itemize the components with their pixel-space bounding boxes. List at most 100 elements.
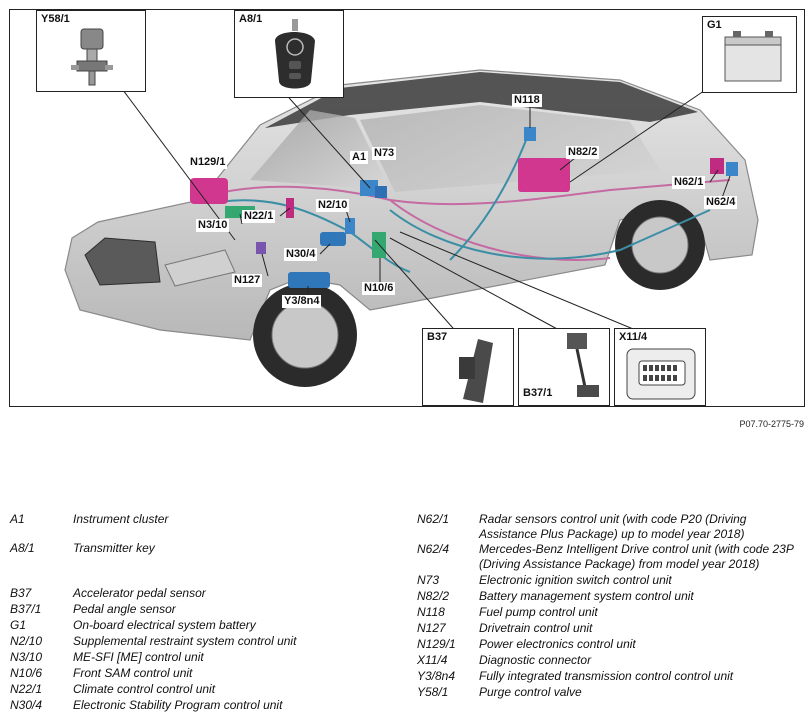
legend-item: N127 Drivetrain control unit: [417, 621, 807, 636]
legend-desc: Diagnostic connector: [479, 653, 592, 667]
legend-code: N3/10: [10, 650, 43, 664]
inset-g1: G1: [702, 16, 797, 93]
n127-module: [256, 242, 266, 254]
legend-desc: Climate control control unit: [73, 682, 216, 696]
accelerator-pedal-icon: [459, 339, 493, 403]
legend-item: N73 Electronic ignition switch control un…: [417, 573, 807, 588]
legend-desc: On-board electrical system battery: [73, 618, 256, 632]
callout-n73: N73: [372, 147, 397, 160]
n118-module: [524, 127, 536, 141]
diagnostic-connector-icon: [626, 348, 696, 400]
inset-b37: B37: [422, 328, 514, 406]
legend-item: G1 On-board electrical system battery: [10, 618, 405, 633]
inset-b37-1: B37/1: [518, 328, 610, 406]
inset-label-g1: G1: [707, 19, 722, 31]
callout-y3-8n4: Y3/8n4: [282, 295, 322, 308]
legend-desc: Electronic ignition switch control unit: [479, 573, 672, 587]
legend-code: N127: [417, 621, 446, 635]
y3-8n4-module: [288, 272, 330, 288]
legend-item: Y58/1 Purge control valve: [417, 685, 807, 700]
transmitter-key-icon: [275, 19, 315, 89]
legend-item: B37 Accelerator pedal sensor: [10, 586, 405, 601]
legend-item: A8/1 Transmitter key: [10, 541, 405, 556]
legend-code: N62/4: [417, 542, 450, 556]
inset-x11-4: X11/4: [614, 328, 706, 406]
legend-code: B37: [10, 586, 32, 600]
a1-module: [360, 180, 378, 196]
n62-1-module: [710, 158, 724, 174]
legend-desc: Transmitter key: [73, 541, 155, 555]
callout-n2-10: N2/10: [316, 199, 350, 212]
legend-desc: Instrument cluster: [73, 512, 169, 526]
inset-label-y58-1: Y58/1: [41, 13, 70, 25]
callout-n127: N127: [232, 274, 263, 287]
front-grille: [84, 237, 161, 286]
n129-1-module: [190, 178, 228, 204]
car-illustration: [64, 69, 759, 387]
legend-desc: Electronic Stability Program control uni…: [73, 698, 283, 712]
legend-code: X11/4: [417, 653, 448, 667]
legend-code: B37/1: [10, 602, 42, 616]
callout-n30-4: N30/4: [284, 248, 318, 261]
legend-desc: Mercedes-Benz Intelligent Drive control …: [479, 542, 794, 571]
callout-n22-1: N22/1: [242, 210, 276, 223]
callout-n118: N118: [512, 94, 542, 107]
legend-code: N62/1: [417, 512, 450, 526]
callout-n62-1: N62/1: [672, 176, 706, 189]
battery-icon: [724, 31, 782, 82]
legend-code: N2/10: [10, 634, 43, 648]
callout-n62-4: N62/4: [704, 196, 738, 209]
legend-code: N30/4: [10, 698, 43, 712]
n30-4-module: [320, 232, 346, 246]
inset-label-b37: B37: [427, 331, 448, 343]
legend-desc: Power electronics control unit: [479, 637, 636, 651]
side-windows: [360, 105, 660, 192]
legend-code: N82/2: [417, 589, 450, 603]
legend-code: N118: [417, 605, 445, 619]
legend-item: N62/4 Mercedes-Benz Intelligent Drive con…: [417, 542, 807, 572]
inset-label-x11-4: X11/4: [619, 331, 648, 343]
legend-code: Y3/8n4: [417, 669, 456, 683]
n2-10-module: [345, 218, 355, 234]
legend-item: N2/10 Supplemental restraint system contr…: [10, 634, 405, 649]
inset-y58-1: Y58/1: [36, 10, 146, 92]
callout-n82-2: N82/2: [566, 146, 600, 159]
legend-desc: Purge control valve: [479, 685, 582, 699]
callout-n3-10: N3/10: [196, 219, 230, 232]
legend-item: A1 Instrument cluster: [10, 512, 405, 527]
legend-item: N118 Fuel pump control unit: [417, 605, 807, 620]
legend-desc: Fully integrated transmission control co…: [479, 669, 734, 683]
legend-code: A8/1: [10, 541, 35, 555]
legend-desc: Fuel pump control unit: [479, 605, 598, 619]
pedal-angle-sensor-icon: [567, 333, 599, 397]
legend-item: N30/4 Electronic Stability Program contro…: [10, 698, 405, 713]
legend-item: N62/1 Radar sensors control unit (with co…: [417, 512, 807, 542]
car-roof: [265, 72, 698, 128]
legend-code: A1: [10, 512, 25, 526]
legend-desc: Accelerator pedal sensor: [73, 586, 206, 600]
legend-code: N73: [417, 573, 440, 587]
inset-a8-1: A8/1: [234, 10, 344, 98]
n82-2-module: [518, 158, 570, 192]
legend-code: N10/6: [10, 666, 43, 680]
legend-code: G1: [10, 618, 27, 632]
inset-label-b37-1: B37/1: [523, 387, 553, 399]
legend-item: Y3/8n4 Fully integrated transmission cont…: [417, 669, 807, 684]
callout-n129-1: N129/1: [188, 156, 228, 169]
inset-label-a8-1: A8/1: [239, 13, 263, 25]
wiring-harness: [209, 129, 731, 273]
legend-desc: Supplemental restraint system control un…: [73, 634, 297, 648]
legend-desc: Pedal angle sensor: [73, 602, 176, 616]
legend-item: B37/1 Pedal angle sensor: [10, 602, 405, 617]
windshield: [250, 110, 390, 190]
purge-valve-icon: [71, 28, 113, 86]
legend-code: Y58/1: [417, 685, 449, 699]
callout-a1: A1: [350, 151, 369, 164]
reference-code: P07.70-2775-79: [739, 419, 804, 429]
legend-desc: Radar sensors control unit (with code P2…: [479, 512, 747, 541]
legend-desc: Drivetrain control unit: [479, 621, 593, 635]
legend-item: X11/4 Diagnostic connector: [417, 653, 807, 668]
